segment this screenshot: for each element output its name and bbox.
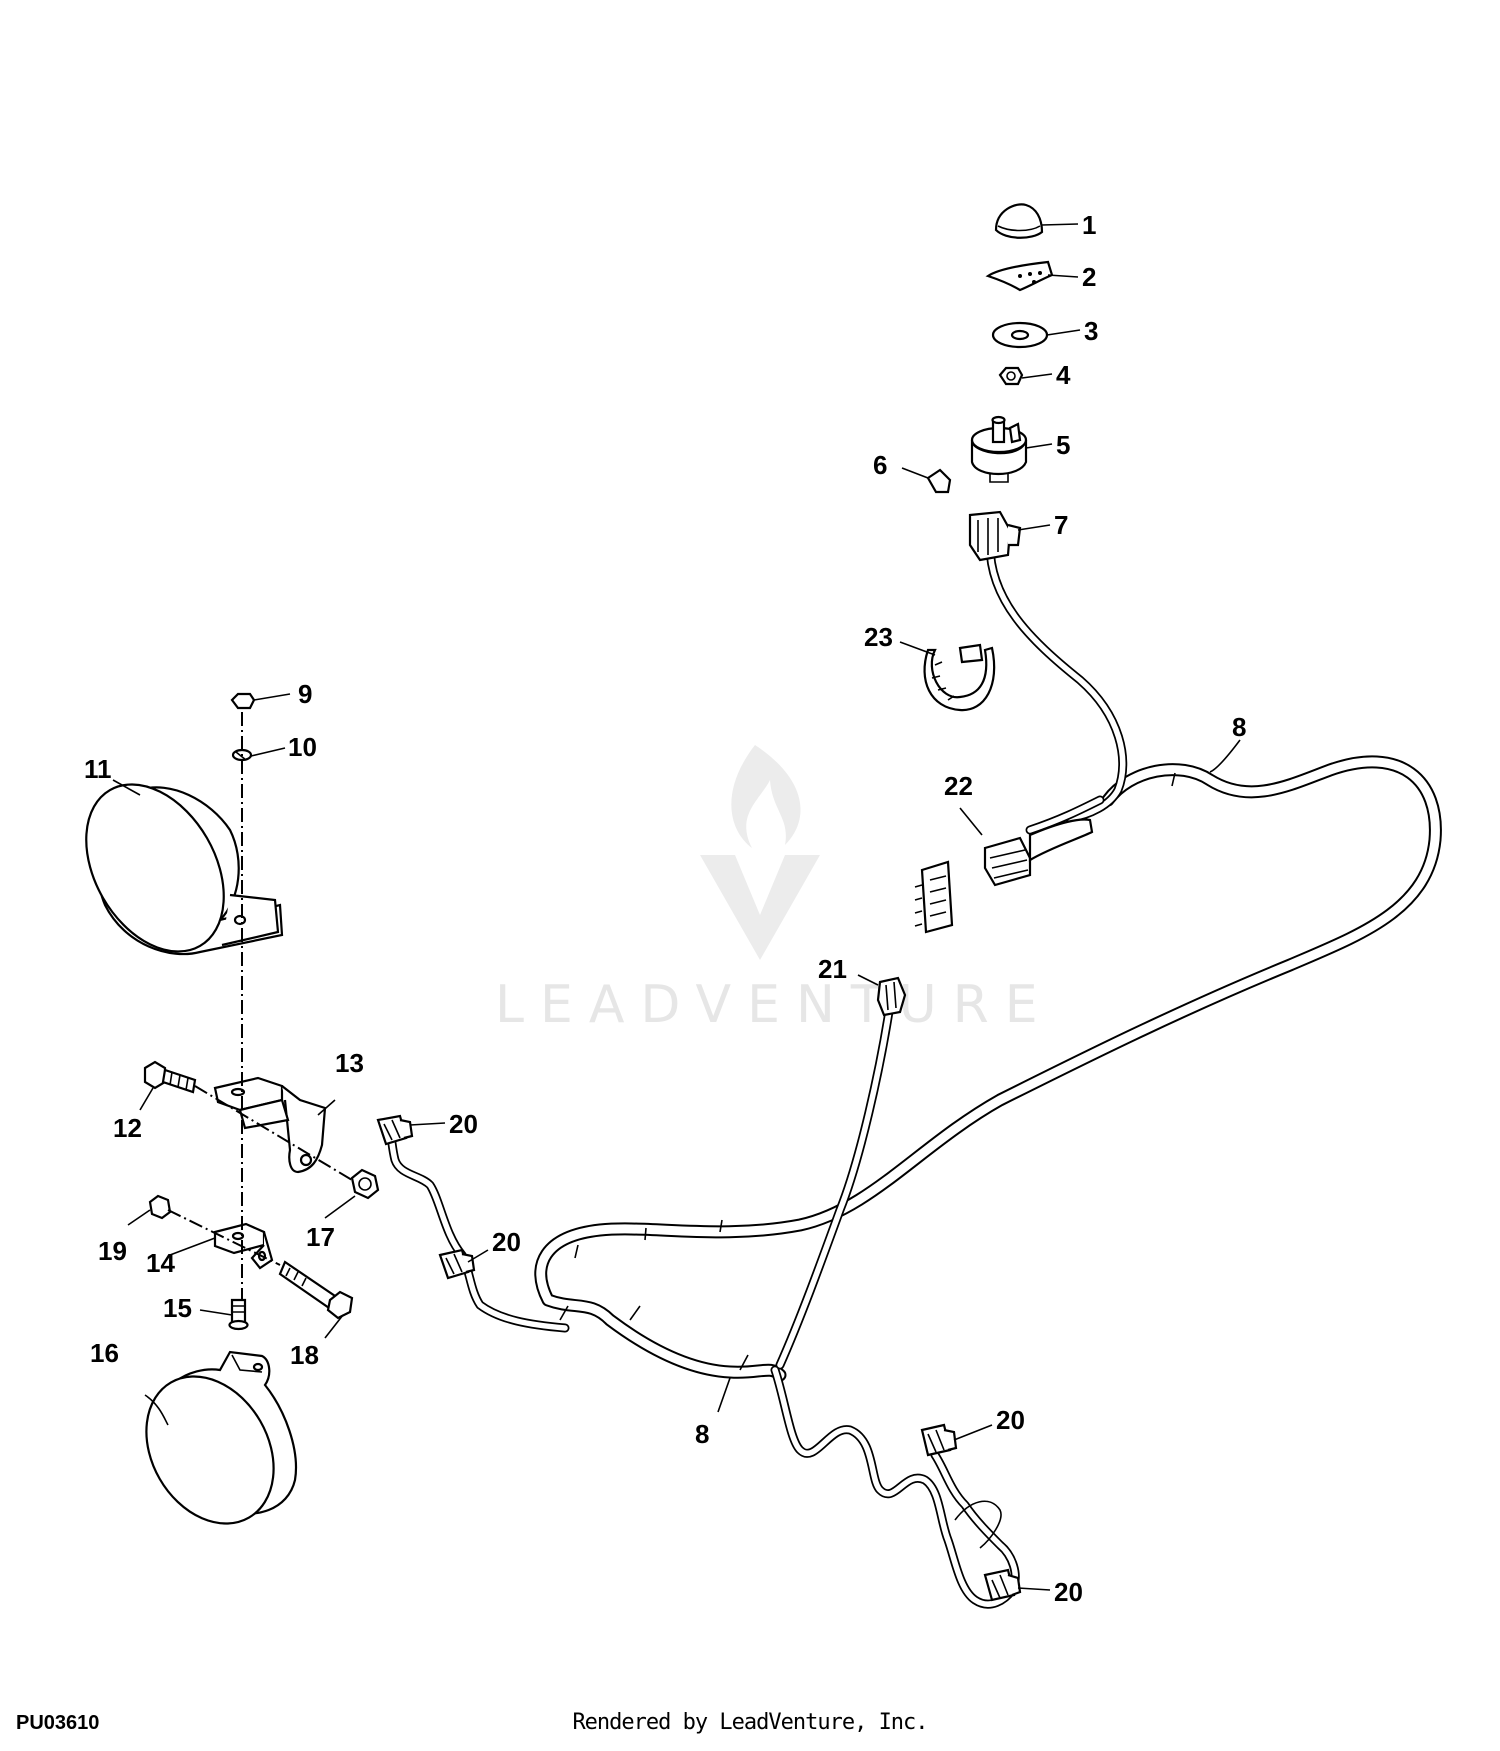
callout-22: 22 [944,771,973,801]
assembly-centerlines [167,712,353,1300]
part-1-knob-cap [994,203,1044,239]
part-14-bracket [213,1222,274,1270]
callout-9: 9 [298,679,312,709]
part-21-connector [876,976,907,1017]
callout-4: 4 [1056,360,1071,390]
callout-14: 14 [146,1248,175,1278]
callout-20-c: 20 [996,1405,1025,1435]
part-20-connector-c [920,1423,958,1457]
part-20-connector-b [438,1248,476,1280]
callout-11: 11 [84,754,112,784]
render-credit: Rendered by LeadVenture, Inc. [572,1710,928,1735]
callout-23: 23 [864,622,893,652]
callout-3: 3 [1084,316,1098,346]
callout-15: 15 [163,1293,192,1323]
callout-8-upper: 8 [1232,712,1246,742]
part-5-switch [970,415,1028,483]
part-3-washer [991,321,1049,349]
part-18-bolt [278,1260,354,1320]
part-16-lamp [145,1350,297,1525]
wiring-harness [385,540,1442,1609]
callout-16: 16 [90,1338,119,1368]
callout-20-a: 20 [449,1109,478,1139]
callout-10: 10 [288,732,317,762]
part-12-bolt [143,1060,197,1094]
part-15-bolt [228,1298,249,1331]
part-19-nut [148,1194,172,1220]
callout-2: 2 [1082,262,1096,292]
part-7-connector [968,510,1022,562]
callout-19: 19 [98,1236,127,1266]
callout-18: 18 [290,1340,319,1370]
part-20-connector-a [376,1114,414,1146]
part-2-decal [985,260,1054,292]
part-13-bracket [213,1076,327,1174]
leader-lines [112,223,1241,1591]
part-4-nut [998,366,1024,386]
part-9-nut [230,692,256,710]
part-17-nut [350,1168,380,1200]
part-22-connector [914,818,1094,934]
callout-1: 1 [1082,210,1096,240]
part-23-tie-strap [923,643,996,712]
part-11-lamp [85,783,284,956]
callout-6: 6 [873,450,887,480]
part-20-connector-d [983,1568,1022,1602]
figure-id: PU03610 [16,1712,100,1734]
callout-12: 12 [113,1113,142,1143]
callout-8-lower: 8 [695,1419,709,1449]
callout-5: 5 [1056,430,1070,460]
callout-20-d: 20 [1054,1577,1083,1607]
watermark-text: LEADVENTURE [495,975,1054,1035]
callout-17: 17 [306,1222,335,1252]
callout-20-b: 20 [492,1227,521,1257]
callout-7: 7 [1054,510,1068,540]
part-6-clip [926,468,952,494]
callout-21: 21 [818,954,847,984]
callout-labels: 1 2 3 4 5 6 7 8 8 9 10 11 12 13 14 15 16… [84,210,1246,1607]
callout-13: 13 [335,1048,364,1078]
